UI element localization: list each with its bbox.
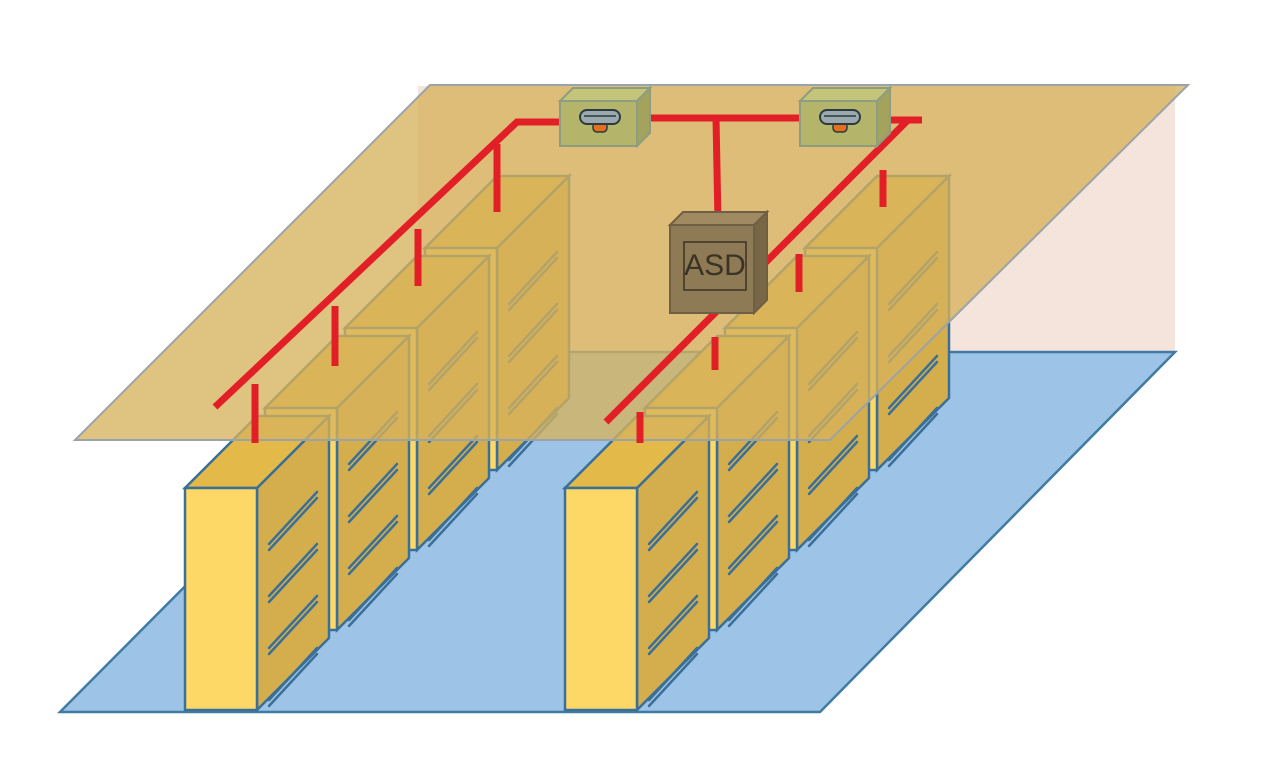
rack-vent-slot <box>647 594 699 650</box>
smoke-detector-icon <box>819 109 861 133</box>
rack-vent-slot <box>267 600 319 656</box>
rack-vent-slot <box>267 490 319 546</box>
sampling-pipe-left-main <box>212 118 560 410</box>
rack-vent-slot <box>727 462 779 518</box>
rack-vent-slot <box>647 496 699 552</box>
rack-vent-slot <box>427 492 479 548</box>
rack-vent-slot <box>647 600 699 656</box>
smoke-detector-left <box>557 85 653 149</box>
rack-vent-slot <box>267 646 319 702</box>
rack-vent-slot <box>427 440 479 496</box>
rack-vent-slot <box>347 566 399 622</box>
rack-front-panel <box>563 486 639 712</box>
rack-vent-slot <box>727 572 779 628</box>
ceiling-plane <box>72 84 1191 441</box>
asd-unit: ASD <box>667 209 770 316</box>
rack-vent-slot <box>647 542 699 598</box>
rack-vent-slot <box>727 520 779 576</box>
sampling-pipe-network <box>212 114 922 443</box>
rack-vent-slot <box>727 514 779 570</box>
rack-vent-slot <box>267 496 319 552</box>
rack-front-panel <box>183 486 259 712</box>
rack-vent-slot <box>347 520 399 576</box>
rack-vent-slot <box>887 354 939 410</box>
rack-vent-slot <box>887 406 939 462</box>
smoke-detector-right <box>797 85 893 149</box>
rack-vent-slot <box>807 434 859 490</box>
rack-vent-slot <box>267 548 319 604</box>
rack-vent-slot <box>347 462 399 518</box>
rack-vent-slot <box>887 360 939 416</box>
rack-vent-slot <box>647 548 699 604</box>
rack-vent-slot <box>727 566 779 622</box>
rack-vent-slot <box>807 440 859 496</box>
rack-vent-slot <box>267 594 319 650</box>
rack-vent-slot <box>647 646 699 702</box>
rack-vent-slot <box>347 572 399 628</box>
server-rack <box>181 412 333 714</box>
rack-vent-slot <box>427 434 479 490</box>
rack-vent-slot <box>647 652 699 708</box>
rack-vent-slot <box>267 652 319 708</box>
rack-vent-slot <box>807 486 859 542</box>
rack-vent-slot <box>347 468 399 524</box>
rack-vent-slot <box>887 412 939 468</box>
rack-vent-slot <box>267 542 319 598</box>
asd-label: ASD <box>684 249 746 282</box>
smoke-detector-icon <box>579 109 621 133</box>
rack-vent-slot <box>807 492 859 548</box>
rack-vent-slot <box>727 468 779 524</box>
rack-vent-slot <box>647 490 699 546</box>
rack-vent-slot <box>427 486 479 542</box>
sampling-pipe-asd-drop <box>712 117 722 223</box>
rack-vent-slot <box>347 514 399 570</box>
